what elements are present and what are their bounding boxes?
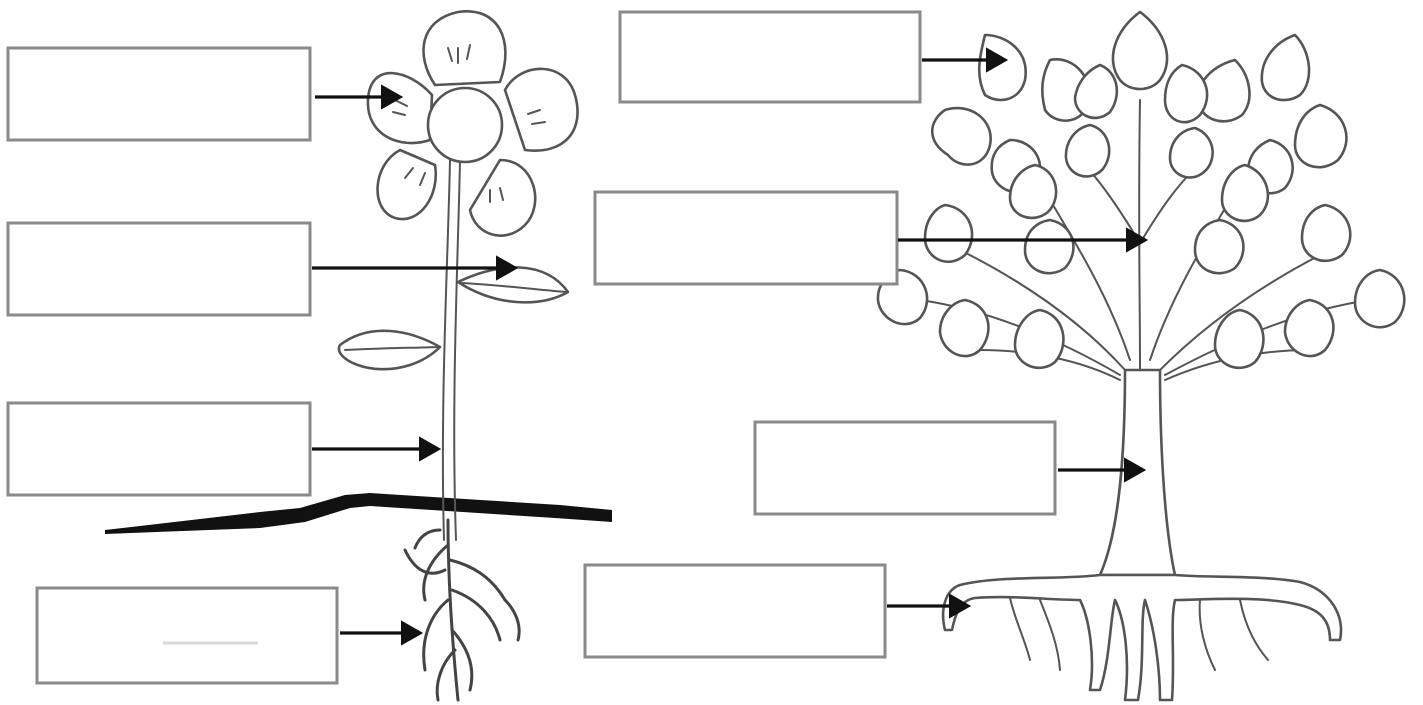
flower-label-2[interactable] bbox=[8, 223, 310, 315]
tree-illustration bbox=[878, 12, 1404, 700]
tree-roots bbox=[943, 575, 1341, 700]
flower-stem bbox=[443, 160, 450, 540]
tree-leaves bbox=[878, 12, 1404, 368]
flower-roots bbox=[405, 520, 519, 700]
tree-trunk bbox=[1100, 370, 1175, 575]
tree-label-3[interactable] bbox=[755, 422, 1055, 514]
tree-label-2[interactable] bbox=[595, 192, 897, 284]
flower-leaf-right bbox=[458, 267, 568, 302]
ground-line bbox=[105, 493, 612, 534]
tree-label-1[interactable] bbox=[620, 12, 920, 102]
flower-center bbox=[428, 88, 502, 162]
flower-label-1[interactable] bbox=[8, 48, 310, 140]
flower-label-4[interactable] bbox=[37, 588, 337, 683]
flower-head bbox=[368, 11, 578, 235]
flower-label-3[interactable] bbox=[8, 403, 310, 495]
tree-label-4[interactable] bbox=[585, 565, 885, 657]
